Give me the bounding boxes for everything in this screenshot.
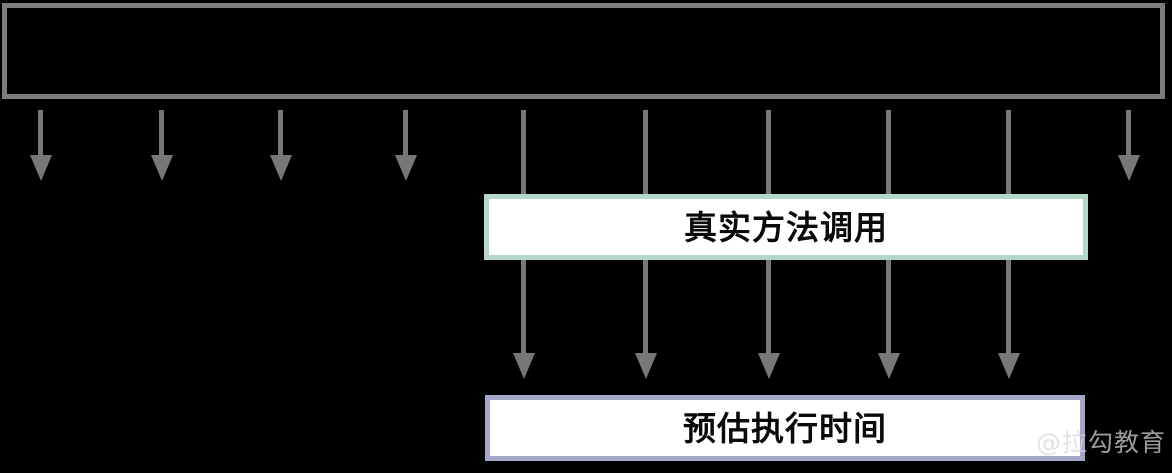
mid-arrowhead-5 — [998, 353, 1020, 379]
mid-connector-line-1 — [521, 260, 526, 357]
mid-arrowhead-3 — [758, 353, 780, 379]
arrowhead-10 — [1118, 155, 1140, 181]
arrowhead-1 — [30, 155, 52, 181]
connector-line-10 — [1126, 110, 1131, 158]
mid-connector-line-2 — [643, 260, 648, 357]
connector-line-7 — [766, 110, 771, 198]
estimated-execution-time-label: 预估执行时间 — [683, 408, 887, 448]
real-method-call-label: 真实方法调用 — [684, 207, 888, 247]
connector-line-8 — [886, 110, 891, 198]
mid-connector-line-5 — [1006, 260, 1011, 357]
real-method-call-box[interactable]: 真实方法调用 — [484, 194, 1088, 260]
connector-line-3 — [278, 110, 283, 158]
arrowhead-2 — [151, 155, 173, 181]
connector-line-2 — [159, 110, 164, 158]
arrowhead-4 — [395, 155, 417, 181]
top-container-box — [2, 3, 1165, 99]
mid-arrowhead-4 — [878, 353, 900, 379]
mid-connector-line-3 — [766, 260, 771, 357]
mid-arrowhead-2 — [635, 353, 657, 379]
connector-line-4 — [403, 110, 408, 158]
connector-line-9 — [1006, 110, 1011, 198]
arrowhead-3 — [270, 155, 292, 181]
connector-line-6 — [643, 110, 648, 198]
connector-line-1 — [38, 110, 43, 158]
estimated-execution-time-box[interactable]: 预估执行时间 — [485, 395, 1085, 461]
mid-connector-line-4 — [886, 260, 891, 357]
mid-arrowhead-1 — [513, 353, 535, 379]
connector-line-5 — [521, 110, 526, 198]
